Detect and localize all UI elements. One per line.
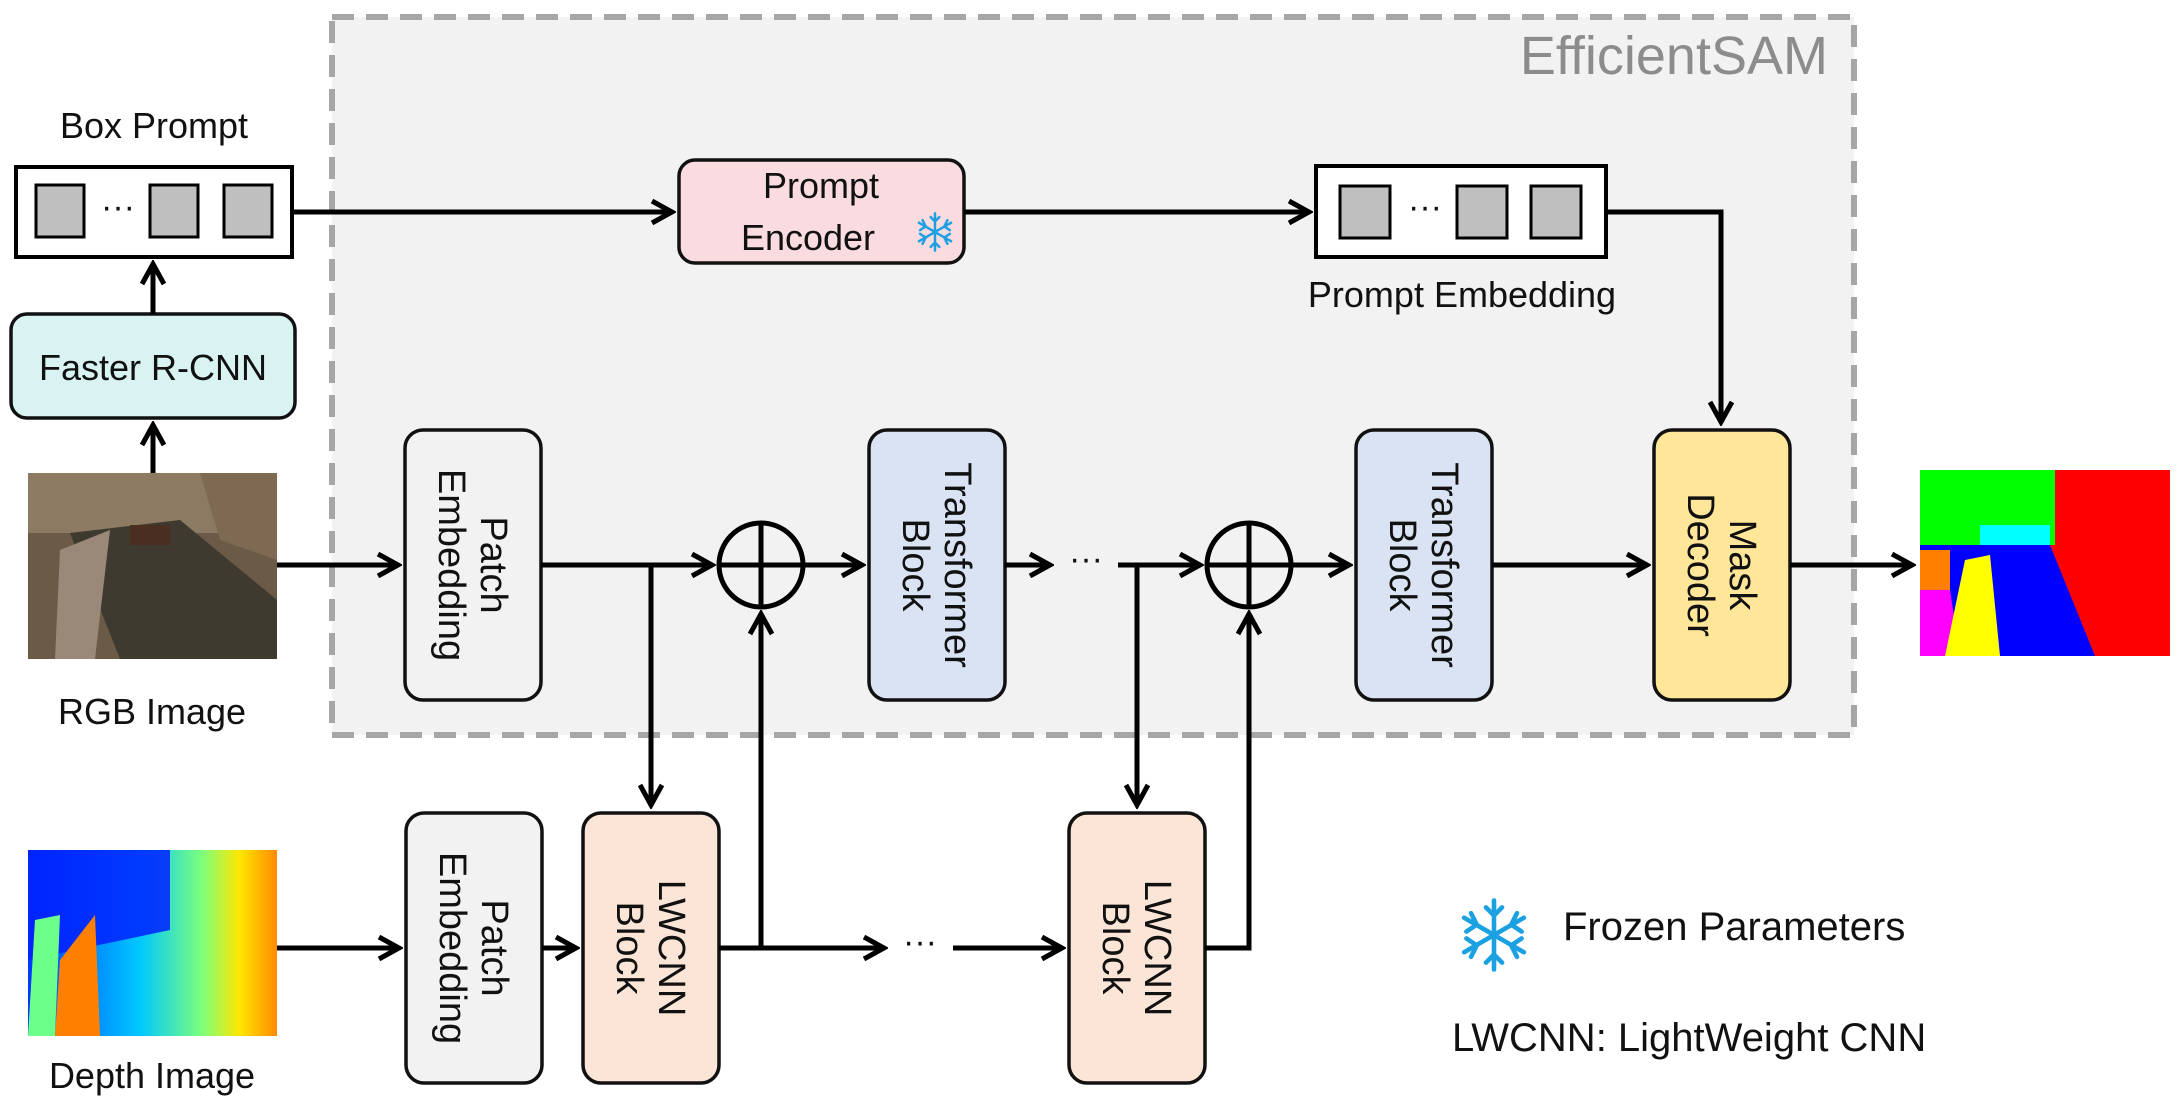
segmentation-output-image — [1920, 470, 2170, 656]
lwcnn-2-label-2: Block — [1094, 902, 1136, 996]
depth-patch-label-2: Embedding — [431, 852, 473, 1044]
depth-ellipsis: ··· — [903, 923, 937, 961]
mask-decoder-label-2: Decoder — [1679, 493, 1721, 637]
transformer-1-label-2: Block — [894, 519, 936, 613]
rgb-ellipsis: ··· — [1069, 540, 1103, 578]
depth-image-label: Depth Image — [49, 1055, 255, 1096]
mask-decoder-label-1: Mask — [1721, 520, 1763, 612]
sum-node-2 — [1204, 520, 1294, 610]
lwcnn-2-label-1: LWCNN — [1136, 880, 1178, 1017]
sum-node-1 — [716, 520, 806, 610]
faster-rcnn-label: Faster R-CNN — [39, 347, 267, 388]
rgb-image — [28, 473, 277, 659]
rgb-patch-label-1: Patch — [472, 516, 514, 613]
box-ellipsis: ··· — [101, 188, 135, 226]
transformer-1-label-1: Transformer — [936, 462, 978, 668]
efficientsam-title: EfficientSAM — [1520, 26, 1828, 86]
depth-patch-label-1: Patch — [473, 899, 515, 996]
legend-frozen-label: Frozen Parameters — [1563, 905, 1905, 949]
box-prompt-label: Box Prompt — [60, 105, 248, 146]
lwcnn-1-label-1: LWCNN — [650, 880, 692, 1017]
embed-ellipsis: ··· — [1408, 188, 1442, 226]
prompt-encoder-label-1: Prompt — [763, 165, 879, 206]
depth-image — [28, 850, 277, 1036]
rgb-patch-label-2: Embedding — [430, 469, 472, 661]
prompt-embedding-tokens: ··· — [1314, 164, 1608, 259]
lwcnn-1-label-2: Block — [608, 902, 650, 996]
token — [1529, 184, 1583, 240]
token — [34, 183, 86, 239]
legend-lwcnn-definition: LWCNN: LightWeight CNN — [1452, 1016, 1926, 1060]
arrow-lwcnn2-to-sum2 — [1205, 614, 1249, 951]
legend-snowflake-icon — [1464, 901, 1524, 970]
rgb-image-label: RGB Image — [58, 691, 246, 732]
efficientsam-container — [329, 14, 1857, 738]
token — [148, 183, 200, 239]
token — [1338, 184, 1392, 240]
arrow-lwcnn1-to-sum1 — [719, 614, 761, 951]
box-prompt-tokens: ··· — [14, 165, 294, 259]
prompt-embedding-label: Prompt Embedding — [1308, 274, 1616, 315]
transformer-2-label-2: Block — [1381, 519, 1423, 613]
transformer-2-label-1: Transformer — [1423, 462, 1465, 668]
arrow-embedding-to-decoder — [1606, 209, 1721, 422]
token — [222, 183, 274, 239]
token — [1455, 184, 1509, 240]
prompt-encoder-label-2: Encoder — [741, 217, 875, 258]
